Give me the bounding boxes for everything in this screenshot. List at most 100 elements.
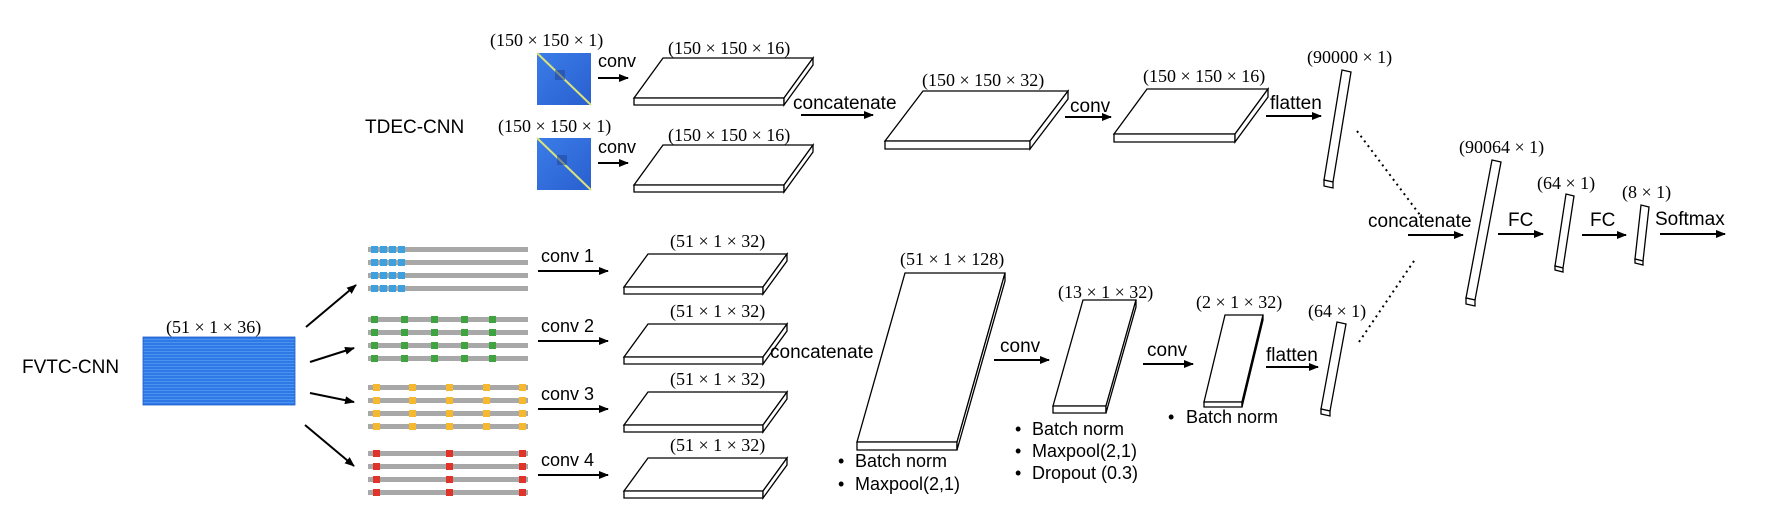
fvtc-conv-b-label: conv [1147, 340, 1188, 361]
kernel-mark [401, 329, 408, 336]
tdec-flat-dims: (90000 × 1) [1307, 47, 1392, 68]
fvtc-branch-4-tracks [368, 450, 528, 496]
kernel-mark [380, 285, 387, 292]
kernel-track [368, 330, 528, 335]
kernel-mark [446, 450, 453, 457]
tdec-conv-out-slab [1112, 87, 1270, 144]
kernel-mark [483, 397, 490, 404]
kernel-mark [519, 476, 526, 483]
kernel-mark [446, 384, 453, 391]
tdec-feat1-dims: (150 × 150 × 16) [668, 38, 790, 59]
fvtc-flatten-label: flatten [1266, 345, 1318, 366]
kernel-mark [409, 384, 416, 391]
fusion-fc2-label: FC [1590, 210, 1615, 231]
kernel-mark [489, 342, 496, 349]
fvtc-branch-4-dims: (51 × 1 × 32) [670, 435, 765, 456]
svg-text:•: • [1168, 407, 1174, 427]
fusion-fc1-dims: (64 × 1) [1537, 173, 1595, 194]
kernel-mark [519, 450, 526, 457]
tdec-input1-matrix [536, 52, 592, 106]
svg-text:•: • [838, 451, 844, 471]
kernel-mark [389, 259, 396, 266]
fvtc-conv-a-label: conv [1000, 336, 1041, 357]
fusion-softmax-label: Softmax [1655, 209, 1725, 230]
svg-text:•: • [1015, 441, 1021, 461]
kernel-mark [380, 272, 387, 279]
fvtc-flat-dims: (64 × 1) [1308, 301, 1366, 322]
fvtc-block3-notes: • Batch norm [1168, 407, 1278, 427]
fvtc-branch-3-tracks [368, 384, 528, 430]
tdec-input2-dims: (150 × 150 × 1) [498, 116, 611, 137]
kernel-mark [398, 285, 405, 292]
tdec-feat2-dims: (150 × 150 × 16) [668, 125, 790, 146]
kernel-mark [483, 423, 490, 430]
kernel-mark [461, 329, 468, 336]
tdec-concat-slab [883, 89, 1070, 151]
tdec-cnn-label: TDEC-CNN [365, 117, 464, 138]
tdec-input1-dims: (150 × 150 × 1) [490, 30, 603, 51]
fvtc-block3-dims: (2 × 1 × 32) [1196, 292, 1282, 313]
fvtc-concat-slab [856, 272, 1006, 451]
fvtc-branch-4-conv-label: conv 4 [541, 450, 594, 470]
fvtc-cnn-label: FVTC-CNN [22, 357, 119, 378]
fusion-concatenate-label: concatenate [1368, 211, 1472, 232]
fvtc-branch-1-slab [622, 252, 789, 296]
fvtc-concat-notes: • Batch norm • Maxpool(2,1) [838, 451, 960, 494]
fvtc-block3-note-1: Batch norm [1186, 407, 1278, 427]
tdec-concat-dims: (150 × 150 × 32) [922, 70, 1044, 91]
kernel-mark [371, 329, 378, 336]
tdec-feat2-slab [632, 142, 815, 195]
svg-text:•: • [1015, 419, 1021, 439]
svg-text:•: • [838, 474, 844, 494]
kernel-mark [371, 259, 378, 266]
fvtc-block2-note-3: Dropout (0.3) [1032, 463, 1138, 483]
fvtc-block2-note-2: Maxpool(2,1) [1032, 441, 1137, 461]
fvtc-input-dims: (51 × 1 × 36) [166, 317, 261, 338]
fvtc-concat-dims: (51 × 1 × 128) [900, 249, 1004, 270]
tdec-concatenate-label: concatenate [793, 93, 897, 114]
kernel-mark [519, 489, 526, 496]
fvtc-branch1-arrow [305, 284, 357, 328]
fvtc-branch-2-dims: (51 × 1 × 32) [670, 301, 765, 322]
tdec-conv-out-dims: (150 × 150 × 16) [1143, 66, 1265, 87]
kernel-mark [380, 259, 387, 266]
kernel-mark [483, 410, 490, 417]
kernel-mark [373, 450, 380, 457]
fvtc-block2-notes: • Batch norm • Maxpool(2,1) • Dropout (0… [1015, 419, 1138, 483]
kernel-track [368, 260, 528, 265]
kernel-mark [489, 329, 496, 336]
kernel-mark [461, 342, 468, 349]
kernel-mark [398, 272, 405, 279]
fusion-merged-vector [1465, 159, 1502, 307]
kernel-mark [461, 355, 468, 362]
fvtc-flat-vector [1320, 321, 1347, 417]
fvtc-branch-1-tracks [368, 246, 528, 292]
kernel-mark [446, 397, 453, 404]
kernel-mark [401, 316, 408, 323]
kernel-mark [398, 259, 405, 266]
kernel-mark [519, 397, 526, 404]
fvtc-input-matrix [142, 336, 296, 406]
kernel-mark [380, 246, 387, 253]
kernel-mark [409, 397, 416, 404]
tdec-flat-vector [1323, 69, 1352, 189]
fvtc-branch-2-conv-label: conv 2 [541, 316, 594, 336]
fusion-fc2-vector [1634, 204, 1650, 266]
fusion-dotted-bottom [1358, 257, 1417, 343]
kernel-mark [371, 285, 378, 292]
svg-text:•: • [1015, 463, 1021, 483]
fvtc-block3-slab [1203, 314, 1264, 408]
fusion-dotted-top [1356, 130, 1421, 216]
kernel-track [368, 247, 528, 252]
kernel-mark [373, 384, 380, 391]
fvtc-branches: conv 1(51 × 1 × 32)conv 2(51 × 1 × 32)co… [538, 231, 789, 500]
tdec-flatten-label: flatten [1270, 93, 1322, 114]
fvtc-block2-slab [1052, 299, 1137, 414]
kernel-mark [371, 342, 378, 349]
tdec-conv-a-label: conv [598, 51, 636, 71]
tdec-conv-c-label: conv [1070, 96, 1111, 117]
fvtc-concatenate-label: concatenate [770, 342, 874, 363]
fvtc-branch-4-slab [622, 456, 789, 500]
fvtc-branch4-arrow [304, 424, 355, 467]
